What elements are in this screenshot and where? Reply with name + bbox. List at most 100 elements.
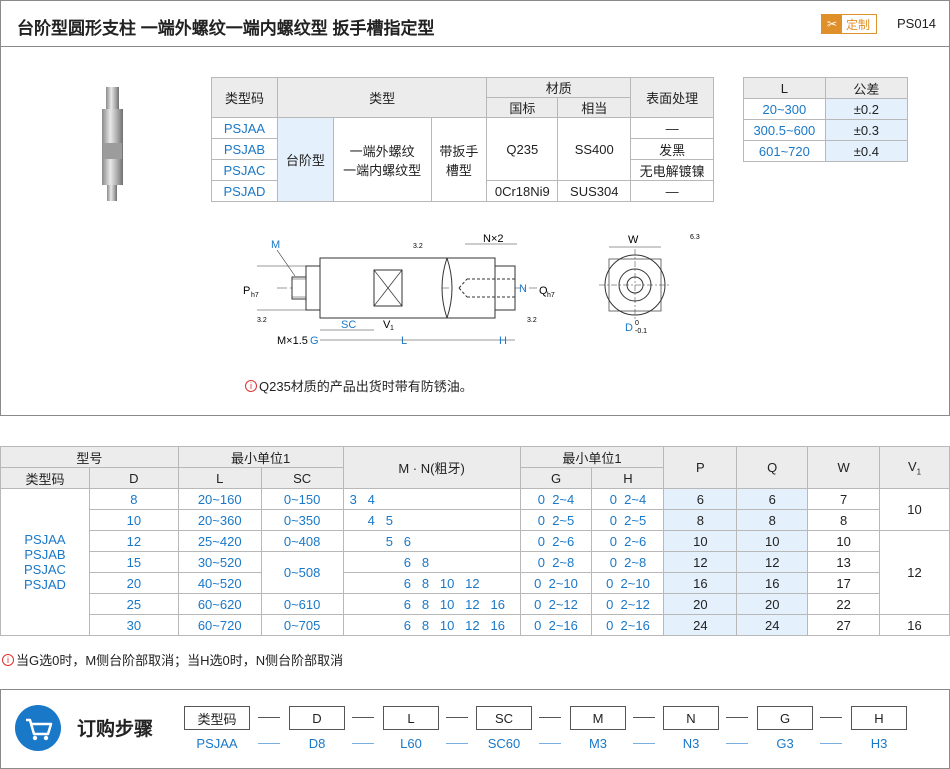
cell-d: 12	[88, 530, 179, 552]
separator	[539, 717, 561, 718]
svg-text:3.2: 3.2	[413, 243, 423, 250]
order-value-l: L60	[400, 736, 422, 751]
cell-q: 24	[736, 614, 809, 636]
surface-treatment: —	[630, 117, 714, 139]
cell-h: 0 2~4	[591, 488, 665, 510]
type-code: PSJAC	[211, 159, 278, 181]
header-surface: 表面处理	[630, 77, 714, 118]
svg-text:0: 0	[635, 320, 639, 327]
svg-text:h7: h7	[547, 292, 555, 299]
svg-text:3.2: 3.2	[257, 317, 267, 324]
cell-d: 15	[88, 551, 179, 573]
cell-d: 30	[88, 614, 179, 636]
cell-v1: 16	[879, 614, 950, 636]
header-q: Q	[736, 446, 809, 489]
header-min-unit: 最小单位1	[177, 446, 344, 468]
cell-d: 25	[88, 593, 179, 615]
order-value-sc: SC60	[487, 736, 521, 751]
order-label-g: G	[757, 706, 813, 730]
custom-badge-label: 定制	[846, 17, 871, 32]
cell-sc: 0~408	[260, 530, 344, 552]
header-g: G	[519, 467, 593, 489]
cell-d: 20	[88, 572, 179, 594]
cell-g: 0 2~5	[519, 509, 593, 531]
info-icon: i	[2, 653, 14, 666]
cell-h: 0 2~6	[591, 530, 665, 552]
cell-q: 20	[736, 593, 809, 615]
order-label-sc: SC	[476, 706, 532, 730]
cell-p: 10	[663, 530, 738, 552]
svg-text:G: G	[310, 335, 319, 347]
separator	[820, 743, 842, 744]
cell-d: 8	[88, 488, 179, 510]
type-wrench: 带扳手槽型	[430, 117, 488, 202]
header-min-unit: 最小单位1	[519, 446, 665, 468]
header-model: 型号	[0, 446, 179, 468]
cell-h: 0 2~8	[591, 551, 665, 573]
svg-text:N×2: N×2	[483, 233, 504, 245]
svg-text:Q: Q	[539, 285, 548, 297]
cell-l: 20~360	[177, 509, 262, 531]
cell-l: 60~720	[177, 614, 262, 636]
header-type: 类型	[276, 77, 488, 118]
material-std: 0Cr18Ni9	[486, 180, 559, 202]
tol-value: ±0.4	[824, 140, 909, 162]
tol-range: 20~300	[743, 98, 826, 120]
surface-treatment: 发黑	[630, 138, 714, 160]
tol-value: ±0.3	[824, 119, 909, 141]
svg-text:M×1.5: M×1.5	[277, 335, 308, 347]
order-value-d: D8	[308, 736, 326, 751]
cell-sc: 0~350	[260, 509, 344, 531]
order-label-type-code: 类型码	[184, 706, 250, 730]
surface-treatment: —	[630, 180, 714, 202]
separator	[258, 743, 280, 744]
order-label-m: M	[570, 706, 626, 730]
separator	[352, 743, 374, 744]
product-code: PS014	[897, 16, 937, 31]
tol-value: ±0.2	[824, 98, 909, 120]
cell-q: 6	[736, 488, 809, 510]
svg-text:W: W	[628, 234, 639, 246]
material-equiv: SUS304	[557, 180, 632, 202]
custom-badge[interactable]: ✂ 定制	[821, 14, 877, 34]
svg-text:V: V	[383, 319, 391, 331]
header-l: L	[177, 467, 262, 489]
cell-w: 8	[807, 509, 881, 531]
cell-g: 0 2~4	[519, 488, 593, 510]
cell-h: 0 2~5	[591, 509, 665, 531]
separator	[258, 717, 280, 718]
header-sc: SC	[260, 467, 344, 489]
svg-text:D: D	[625, 322, 633, 334]
header-h: H	[591, 467, 665, 489]
svg-text:SC: SC	[341, 319, 356, 331]
cell-v1: 10	[879, 488, 950, 531]
header-p: P	[663, 446, 738, 489]
cell-mn: 6 8	[342, 551, 521, 573]
cell-w: 27	[807, 614, 881, 636]
svg-text:1: 1	[390, 325, 394, 332]
separator	[446, 717, 468, 718]
separator	[352, 717, 374, 718]
cell-p: 20	[663, 593, 738, 615]
cell-p: 8	[663, 509, 738, 531]
order-value-m: M3	[588, 736, 608, 751]
header-standard: 国标	[486, 97, 559, 118]
separator	[820, 717, 842, 718]
cell-sc: 0~508	[260, 551, 344, 594]
spec-table: 类型码 类型 材质 表面处理 国标 相当 PSJAA 台阶型 一端外螺纹一端内螺…	[211, 77, 714, 202]
material-equiv: SS400	[557, 117, 632, 181]
separator	[539, 743, 561, 744]
tol-range: 300.5~600	[743, 119, 826, 141]
header-equivalent: 相当	[557, 97, 632, 118]
cell-p: 6	[663, 488, 738, 510]
order-label-h: H	[851, 706, 907, 730]
cell-l: 40~520	[177, 572, 262, 594]
cell-p: 24	[663, 614, 738, 636]
order-value-type-code: PSJAA	[196, 736, 238, 751]
cell-sc: 0~610	[260, 593, 344, 615]
size-table: 型号 最小单位1 M · N(粗牙) 最小单位1 P Q W V1 类型码 D …	[0, 446, 950, 636]
tolerance-table: L 公差 20~300±0.2 300.5~600±0.3 601~720±0.…	[743, 77, 909, 162]
cell-q: 8	[736, 509, 809, 531]
cell-g: 0 2~6	[519, 530, 593, 552]
header-material: 材质	[486, 77, 632, 98]
